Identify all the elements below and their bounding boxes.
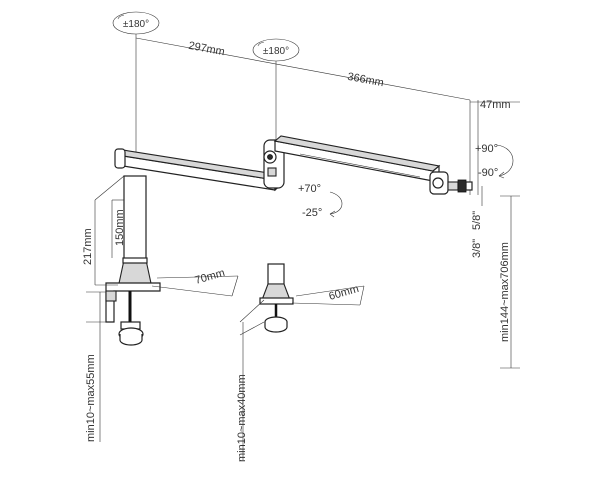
arm-segment-1 — [114, 148, 283, 192]
rotation-label-mid: ±180° — [263, 46, 289, 57]
dimension-label-217: 217mm — [82, 228, 94, 265]
rotation-badge-mid: ±180° — [252, 38, 300, 62]
head-mount — [429, 171, 473, 195]
thread-label-a: 3/8" — [471, 239, 483, 258]
dimension-label-height: min144~max706mm — [499, 242, 511, 342]
thread-label-b: 5/8" — [471, 211, 483, 230]
dimension-label-70: 70mm — [194, 267, 227, 287]
grommet-mount — [259, 263, 294, 333]
dimension-label-60: 60mm — [328, 283, 361, 303]
pole — [117, 175, 153, 289]
arm-segment-2 — [273, 135, 441, 183]
pan-indicator: +90° -90° — [475, 143, 514, 179]
dimension-label-47: 47mm — [480, 99, 511, 111]
dimension-label-grommet: min10~max40mm — [236, 374, 248, 462]
desk-clamp — [105, 282, 161, 346]
dimension-label-297: 297mm — [187, 40, 225, 58]
dimension-label-366: 366mm — [346, 71, 384, 89]
rotation-label-left: ±180° — [123, 19, 149, 30]
pan-label-up: +90° — [475, 143, 498, 155]
dimension-line-297 — [135, 37, 471, 101]
tilt-label-up: +70° — [298, 183, 321, 195]
pan-label-down: -90° — [478, 167, 498, 179]
dimension-label-150: 150mm — [114, 209, 126, 246]
tilt-indicator: +70° -25° — [298, 183, 343, 219]
tilt-label-down: -25° — [302, 207, 322, 219]
dimension-label-clamp: min10~max55mm — [85, 354, 97, 442]
rotation-badge-left: ±180° — [112, 11, 160, 35]
